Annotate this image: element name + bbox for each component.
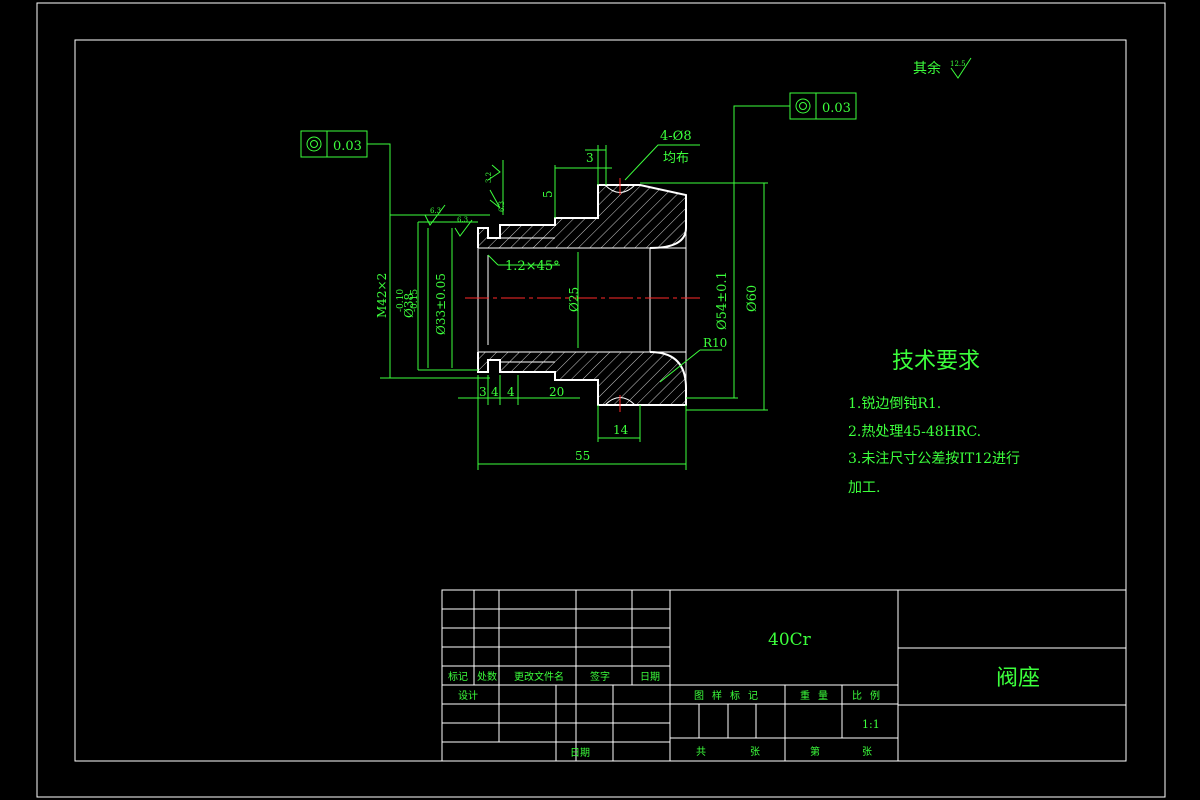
svg-text:6.3: 6.3 xyxy=(457,216,468,224)
svg-text:4-Ø8: 4-Ø8 xyxy=(660,129,692,144)
top-dimensions: 3 5 xyxy=(541,145,612,218)
outer-border xyxy=(36,2,1166,798)
bottom-dimensions: 3 4 4 20 14 55 xyxy=(458,375,687,470)
svg-text:1.2×45°: 1.2×45° xyxy=(505,259,560,274)
svg-text:签字: 签字 xyxy=(590,670,610,683)
svg-text:4: 4 xyxy=(507,385,515,399)
svg-text:12.5: 12.5 xyxy=(950,60,966,68)
svg-text:均布: 均布 xyxy=(663,151,689,166)
svg-text:3: 3 xyxy=(586,151,594,165)
svg-text:Ø33±0.05: Ø33±0.05 xyxy=(434,273,448,335)
svg-text:-0.10: -0.10 xyxy=(396,289,406,312)
svg-text:Ø60: Ø60 xyxy=(745,285,760,312)
svg-text:重量: 重量 xyxy=(800,689,836,702)
svg-text:加工.: 加工. xyxy=(848,480,880,496)
tolerance-frame-right: 0.03 xyxy=(733,92,857,183)
svg-text:R10: R10 xyxy=(703,336,727,350)
tolerance-frame-left: 0.03 xyxy=(300,130,391,215)
svg-text:Ø25: Ø25 xyxy=(567,287,581,312)
part-section xyxy=(465,178,700,412)
svg-text:处数: 处数 xyxy=(477,670,497,683)
left-dimensions: M42×2 Ø38 -0.10 -0.15 Ø33±0.05 xyxy=(375,214,490,379)
svg-text:3.未注尺寸公差按IT12进行: 3.未注尺寸公差按IT12进行 xyxy=(848,451,1020,467)
svg-text:日期: 日期 xyxy=(640,671,660,683)
svg-text:0.03: 0.03 xyxy=(822,101,851,116)
svg-text:Ø38: Ø38 xyxy=(402,293,416,318)
svg-text:其余: 其余 xyxy=(913,60,941,77)
title-block: 标记 处数 更改文件名 签字 日期 设计 日期 40Cr 阀座 图样标记 重量 … xyxy=(441,589,1127,762)
svg-text:20: 20 xyxy=(549,385,564,399)
svg-text:M42×2: M42×2 xyxy=(375,273,389,318)
tech-requirements: 技术要求 1.锐边倒钝R1. 2.热处理45-48HRC. 3.未注尺寸公差按I… xyxy=(848,349,1020,496)
svg-text:3.2: 3.2 xyxy=(485,172,493,183)
svg-text:阀座: 阀座 xyxy=(996,666,1040,691)
roughness-marks: 6.3 6.3 6.3 3.2 xyxy=(424,160,506,237)
svg-text:40Cr: 40Cr xyxy=(768,630,812,650)
svg-text:55: 55 xyxy=(575,449,590,463)
svg-text:第: 第 xyxy=(810,745,820,758)
svg-text:技术要求: 技术要求 xyxy=(892,349,980,374)
svg-text:6.3: 6.3 xyxy=(498,201,506,212)
svg-text:标记: 标记 xyxy=(448,671,468,683)
inner-dimensions: 1.2×45° Ø25 Ø54±0.1 Ø60 R10 xyxy=(487,182,768,411)
svg-text:1:1: 1:1 xyxy=(862,718,880,731)
holes-note: 4-Ø8 均布 xyxy=(624,129,700,181)
svg-text:2.热处理45-48HRC.: 2.热处理45-48HRC. xyxy=(848,424,981,440)
svg-text:-0.15: -0.15 xyxy=(410,289,420,312)
svg-text:14: 14 xyxy=(613,423,629,437)
svg-text:5: 5 xyxy=(541,190,555,198)
svg-text:0.03: 0.03 xyxy=(333,139,362,154)
svg-text:4: 4 xyxy=(491,385,499,399)
svg-text:6.3: 6.3 xyxy=(430,207,441,215)
svg-text:Ø54±0.1: Ø54±0.1 xyxy=(715,271,730,330)
svg-text:日期: 日期 xyxy=(570,747,590,759)
svg-text:设计: 设计 xyxy=(458,689,478,702)
svg-text:张: 张 xyxy=(862,746,872,758)
svg-text:比例: 比例 xyxy=(852,689,888,702)
svg-text:3: 3 xyxy=(479,385,487,399)
svg-text:张: 张 xyxy=(750,746,760,758)
svg-text:更改文件名: 更改文件名 xyxy=(514,670,564,683)
svg-text:共: 共 xyxy=(696,746,706,758)
roughness-note: 其余 12.5 xyxy=(913,57,972,79)
svg-text:1.锐边倒钝R1.: 1.锐边倒钝R1. xyxy=(848,396,941,412)
svg-text:图样标记: 图样标记 xyxy=(694,689,766,702)
